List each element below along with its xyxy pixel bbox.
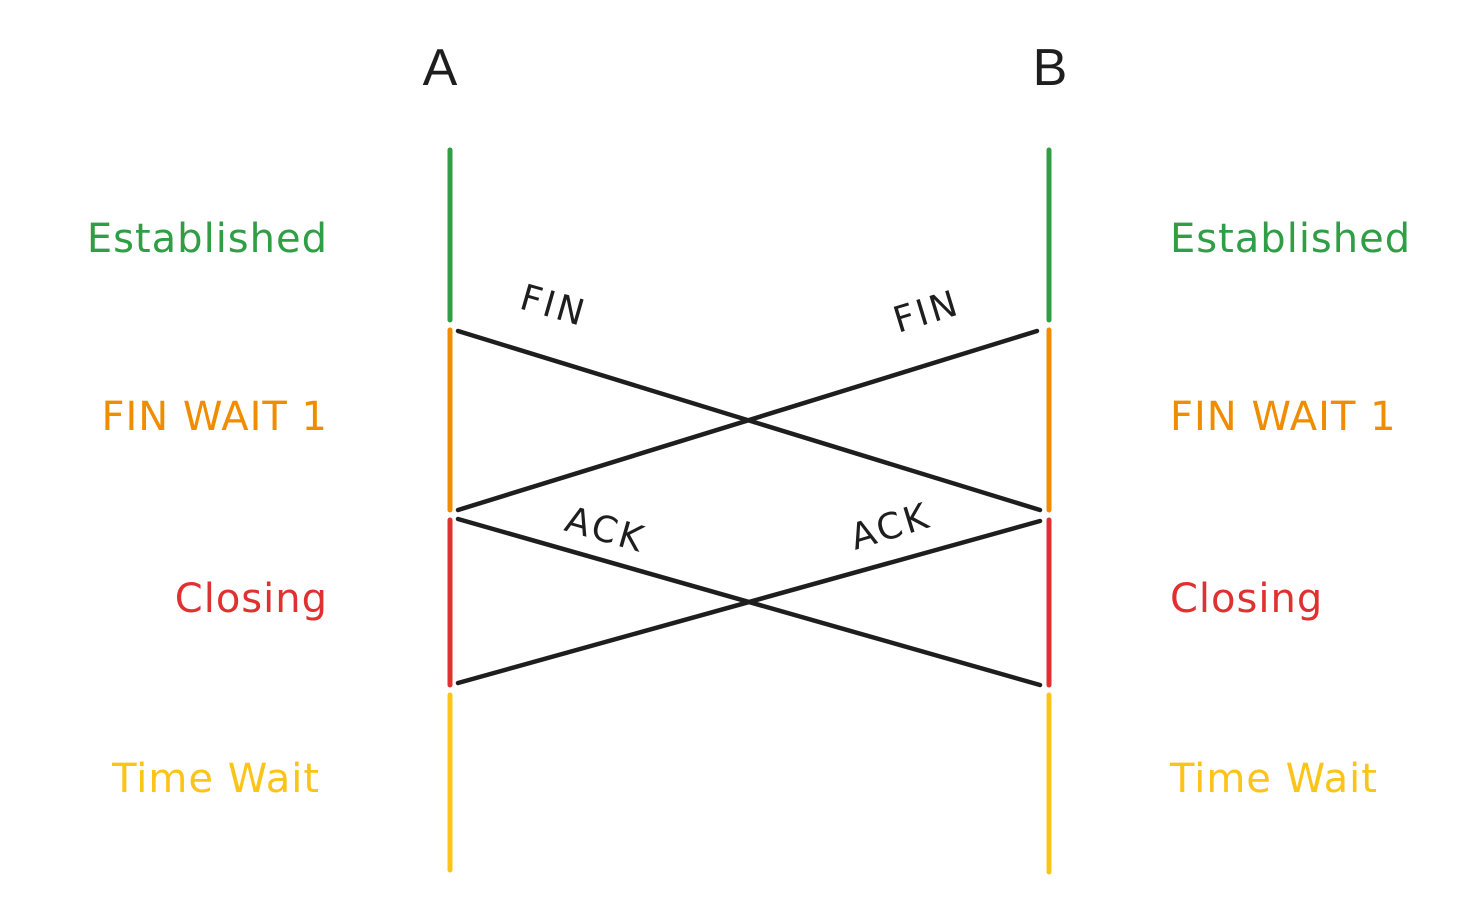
state-label-a-time-wait: Time Wait bbox=[111, 756, 320, 802]
actor-b-title: B bbox=[1033, 39, 1068, 97]
actor-a-title: A bbox=[423, 39, 458, 97]
message-line-fin-b-to-a bbox=[455, 328, 1040, 513]
state-label-a-closing: Closing bbox=[175, 576, 328, 622]
message-label-fin-a-to-b: FIN bbox=[516, 277, 592, 335]
message-line-ack-b-to-a bbox=[455, 518, 1043, 686]
message-label-ack-b-to-a: ACK bbox=[846, 495, 936, 558]
state-label-b-fin-wait-1: FIN WAIT 1 bbox=[1170, 394, 1397, 440]
state-label-a-fin-wait-1: FIN WAIT 1 bbox=[101, 394, 328, 440]
state-label-b-time-wait: Time Wait bbox=[1169, 756, 1378, 802]
state-label-b-established: Established bbox=[1170, 216, 1411, 262]
state-label-a-established: Established bbox=[87, 216, 328, 262]
state-label-b-closing: Closing bbox=[1170, 576, 1323, 622]
message-label-fin-b-to-a: FIN bbox=[889, 283, 965, 342]
